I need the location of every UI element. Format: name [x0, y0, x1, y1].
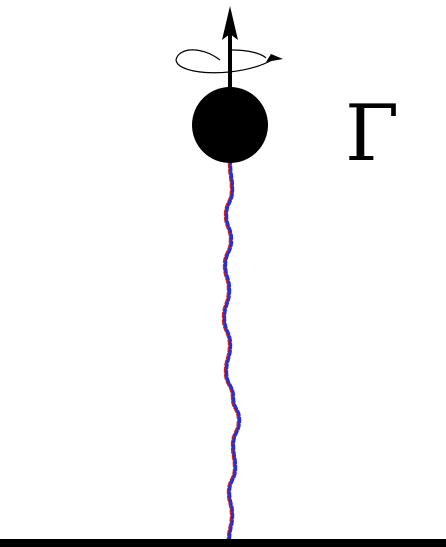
dna-strand-b — [225, 163, 240, 540]
rotation-arrow-back — [176, 50, 220, 60]
upward-arrow-icon — [222, 6, 238, 88]
torque-symbol: Γ — [345, 89, 399, 179]
sphere-icon — [192, 87, 268, 163]
dna-tether — [223, 163, 239, 540]
surface-line-icon — [0, 539, 446, 547]
